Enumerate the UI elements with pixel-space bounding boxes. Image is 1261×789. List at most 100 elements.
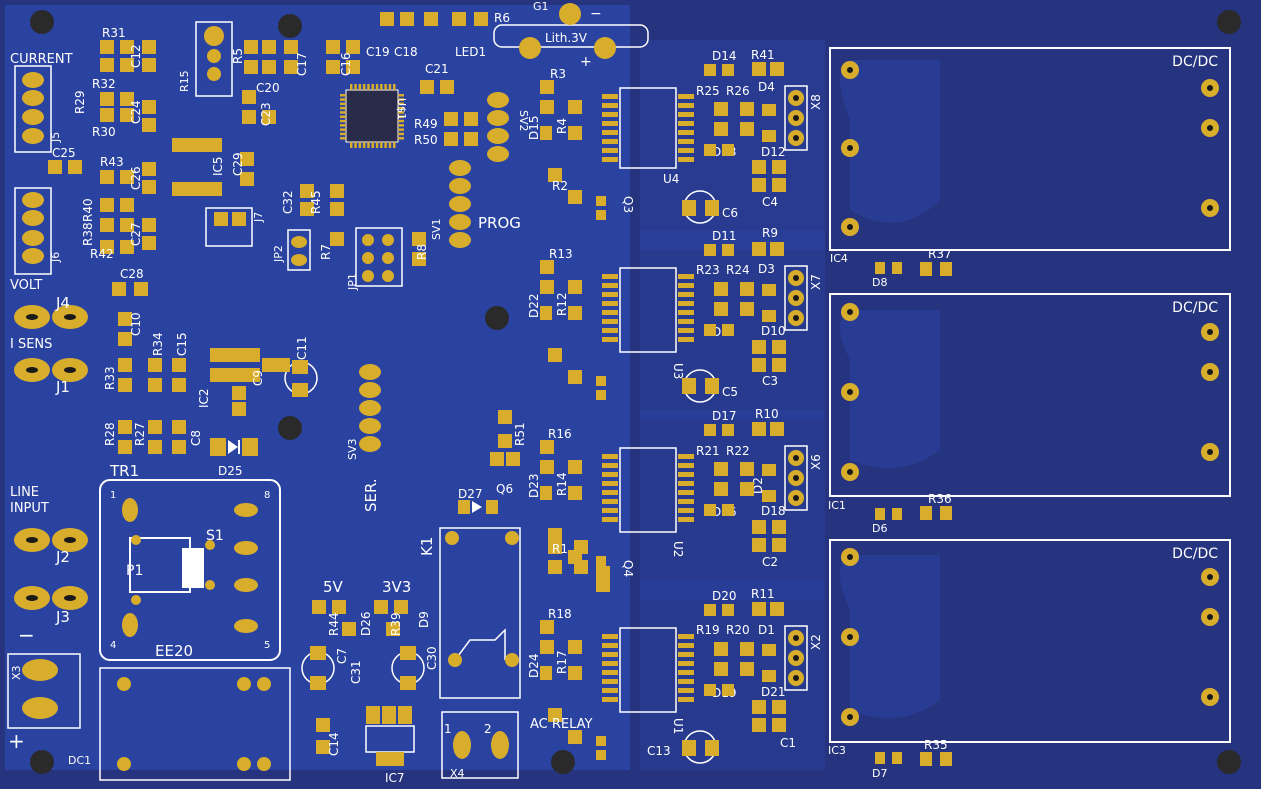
- smd-pad: [770, 422, 784, 436]
- ic-leg: [678, 688, 694, 693]
- smd-pad: [714, 642, 728, 656]
- c11-label: C11: [295, 336, 309, 360]
- smd-pad: [568, 460, 582, 474]
- c1-label: C1: [780, 736, 796, 750]
- smd-pad: [284, 60, 298, 74]
- u2-label: U2: [671, 541, 685, 557]
- c19-label: C19: [366, 45, 390, 59]
- smd-pad: [142, 180, 156, 194]
- ser-label: SER.: [362, 478, 380, 512]
- smd-pad: [232, 386, 246, 400]
- x6-label: X6: [809, 454, 823, 470]
- d9-label: D9: [417, 611, 431, 628]
- smd-pad: [568, 126, 582, 140]
- mcu-pin: [384, 84, 387, 90]
- smd-pad: [540, 460, 554, 474]
- smd-pad: [464, 132, 478, 146]
- smd-pad: [120, 198, 134, 212]
- connector-j5: [14, 65, 52, 153]
- copper-pour-left: [5, 5, 630, 770]
- c29-label: C29: [231, 152, 245, 176]
- plus-sign: +: [8, 729, 25, 753]
- jp2-label: JP2: [272, 245, 285, 263]
- smd-pad: [704, 64, 716, 76]
- c12-label: C12: [129, 44, 143, 68]
- smd-pad: [262, 110, 276, 124]
- r25-label: R25: [696, 84, 720, 98]
- r19-label: R19: [696, 623, 720, 637]
- smd-pad: [120, 40, 134, 54]
- smd-pad: [722, 424, 734, 436]
- smd-pad: [772, 340, 786, 354]
- mounting-hole: [278, 14, 302, 38]
- smd-pad: [100, 240, 114, 254]
- smd-pad: [300, 202, 314, 216]
- smd-pad: [412, 252, 426, 266]
- smd-pad: [540, 126, 552, 140]
- smd-pad: [540, 620, 554, 634]
- u4-label: U4: [663, 172, 679, 186]
- smd-pad: [596, 390, 606, 400]
- dcdc-label-3: DC/DC: [1172, 546, 1218, 562]
- r45-label: R45: [309, 190, 323, 214]
- smd-pad: [548, 168, 562, 182]
- jumper-jp1: [355, 227, 403, 287]
- d6-label: D6: [872, 522, 887, 535]
- output-headers: [784, 85, 808, 691]
- c23-label: C23: [259, 102, 273, 126]
- mcu-pin: [358, 84, 362, 90]
- smd-pad: [276, 358, 290, 372]
- mounting-hole: [30, 10, 54, 34]
- ic-leg: [678, 301, 694, 306]
- c13-label: C13: [647, 744, 671, 758]
- ic-leg: [602, 499, 618, 504]
- smd-pad: [596, 556, 606, 566]
- smd-pad: [118, 420, 132, 434]
- q6-label: Q6: [496, 482, 513, 496]
- ac-relay-label: AC RELAY: [530, 717, 593, 732]
- mcu-pin: [358, 142, 362, 148]
- ic-leg: [602, 508, 618, 513]
- smd-pad: [752, 602, 766, 616]
- ic-leg: [602, 148, 618, 153]
- smd-pad: [172, 182, 186, 196]
- smd-pad: [330, 184, 344, 198]
- ic-leg: [678, 454, 694, 459]
- ee20-label: EE20: [155, 642, 193, 660]
- copper-pour-dcdc3: [840, 555, 940, 718]
- smd-pad: [330, 232, 344, 246]
- r14-label: R14: [555, 472, 569, 496]
- c7-label: C7: [335, 648, 349, 664]
- smd-pad: [772, 358, 786, 372]
- c21-label: C21: [425, 62, 449, 76]
- smd-pad: [208, 138, 222, 152]
- ic-leg: [602, 688, 618, 693]
- smd-pad: [568, 280, 582, 294]
- mounting-hole: [278, 416, 302, 440]
- smd-pad: [762, 310, 776, 322]
- smd-pad: [596, 196, 606, 206]
- smd-pad: [762, 644, 776, 656]
- d2-label: D2: [751, 477, 765, 494]
- i-sens-label: I SENS: [10, 337, 52, 352]
- smd-pad: [100, 108, 114, 122]
- smd-pad: [172, 378, 186, 392]
- r27-label: R27: [133, 422, 147, 446]
- r13-label: R13: [549, 247, 573, 261]
- smd-pad: [346, 60, 360, 74]
- ic-leg: [678, 463, 694, 468]
- ic-leg: [602, 652, 618, 657]
- r6-label: R6: [494, 11, 510, 25]
- smd-pad: [772, 520, 786, 534]
- smd-pad: [148, 358, 162, 372]
- smd-pad: [568, 666, 582, 680]
- copper-pour-dcdc2: [840, 310, 940, 468]
- mcu-pin: [384, 142, 387, 148]
- d17-label: D17: [712, 409, 737, 423]
- smd-pad: [424, 12, 438, 26]
- smd-pad: [262, 40, 276, 54]
- j4-label: J4: [55, 294, 70, 312]
- c32-label: C32: [281, 190, 295, 214]
- mcu-pin: [393, 142, 396, 148]
- ic-leg: [678, 112, 694, 117]
